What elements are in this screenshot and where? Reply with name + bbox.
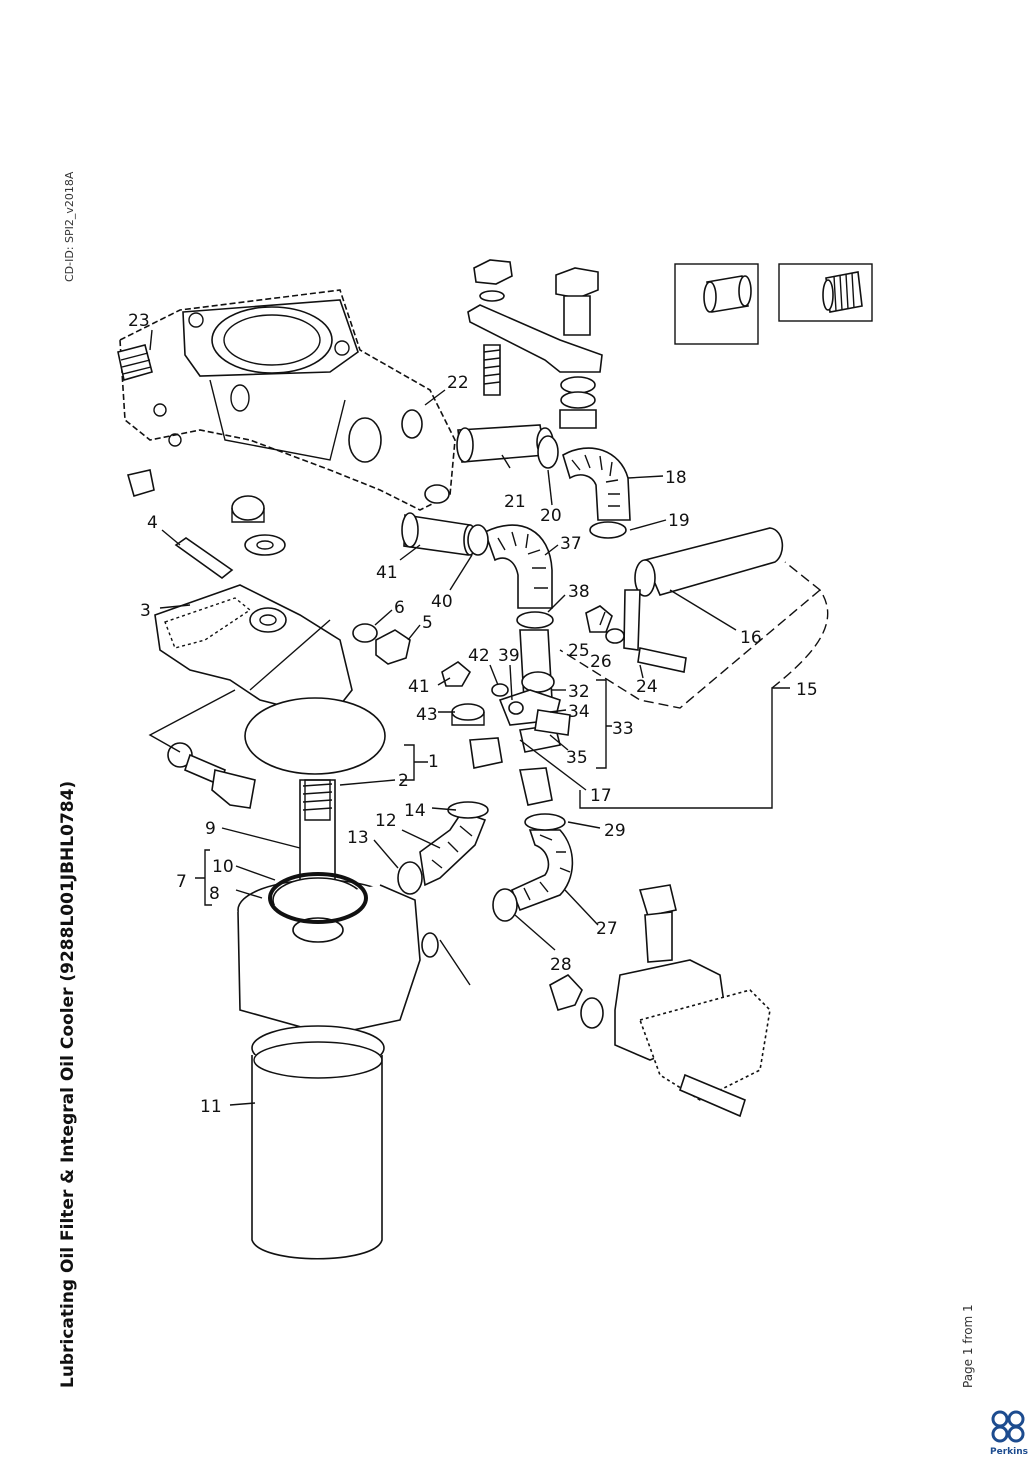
callout-19: 19 (668, 511, 690, 531)
seal-ring-10 (268, 872, 368, 924)
callout-25: 25 (568, 641, 590, 661)
pipe-16 (623, 527, 784, 651)
callout-39: 41 (376, 563, 398, 583)
hose-12 (419, 811, 487, 887)
callout-2: 2 (398, 771, 409, 791)
callout-labels: 23 22 18 21 20 19 4 37 41 40 38 3 6 5 16… (128, 311, 818, 1117)
clip-37 (516, 611, 554, 629)
callout-10: 10 (212, 857, 234, 877)
clip-28 (492, 888, 518, 922)
hose-27 (510, 829, 574, 912)
leader-lines (148, 329, 829, 1106)
inset-threaded-insert (778, 263, 873, 322)
callout-26: 26 (590, 652, 612, 672)
callout-41: 41 (408, 677, 430, 697)
callout-29: 29 (604, 821, 626, 841)
callout-8: 8 (209, 884, 220, 904)
callout-11: 11 (200, 1097, 222, 1117)
callout-12: 12 (375, 811, 397, 831)
inset-sleeve (674, 263, 759, 345)
callout-6: 6 (394, 598, 405, 618)
oil-cooler-body (237, 877, 439, 1036)
callout-20: 20 (540, 506, 562, 526)
drain-plug-bottom (126, 469, 155, 497)
callout-28: 28 (550, 955, 572, 975)
adaptor-bottom-right (549, 884, 771, 1118)
callout-33: 33 (612, 719, 634, 739)
callout-17: 17 (590, 786, 612, 806)
connector-39 (401, 512, 477, 556)
washer-nut-5-6 (352, 623, 411, 665)
filter-adaptor (154, 495, 386, 775)
brand-name: Perkins (990, 1447, 1028, 1457)
callout-3: 3 (140, 601, 151, 621)
callout-42: 42 (468, 646, 490, 666)
callout-24: 24 (636, 677, 658, 697)
callout-16: 16 (740, 628, 762, 648)
callout-43: 43 (416, 705, 438, 725)
clip-38 (467, 524, 489, 556)
callout-32: 32 (568, 682, 590, 702)
connector-block (441, 605, 687, 806)
callout-7: 7 (176, 872, 187, 892)
bolt-screw (167, 742, 256, 809)
bracket-assembly (467, 259, 603, 429)
callout-15: 15 (796, 680, 818, 700)
callout-22: 22 (447, 373, 469, 393)
callout-18: 18 (665, 468, 687, 488)
callout-1: 1 (428, 752, 439, 772)
callout-38: 40 (431, 592, 453, 612)
coolant-housing (119, 289, 456, 511)
hose-36 (484, 524, 553, 609)
plug-23 (117, 344, 153, 382)
hose-18 (562, 447, 631, 521)
callout-35: 35 (566, 748, 588, 768)
stud-4 (174, 537, 234, 580)
callout-13: 13 (347, 828, 369, 848)
callout-14: 14 (404, 801, 426, 821)
callout-9: 9 (205, 819, 216, 839)
clip-29 (524, 813, 566, 831)
callout-36: 37 (560, 534, 582, 554)
clip-13 (397, 861, 423, 895)
callout-37: 38 (568, 582, 590, 602)
callout-27: 27 (596, 919, 618, 939)
clip-20 (537, 435, 559, 469)
clip-19 (589, 521, 627, 539)
oil-filter-11 (251, 1025, 385, 1260)
callout-23: 23 (128, 311, 150, 331)
callout-4: 4 (147, 513, 158, 533)
callout-5: 5 (422, 613, 433, 633)
callout-34: 34 (568, 702, 590, 722)
callout-40: 39 (498, 646, 520, 666)
perkins-logo-icon (991, 1410, 1025, 1443)
callout-21: 21 (504, 492, 526, 512)
